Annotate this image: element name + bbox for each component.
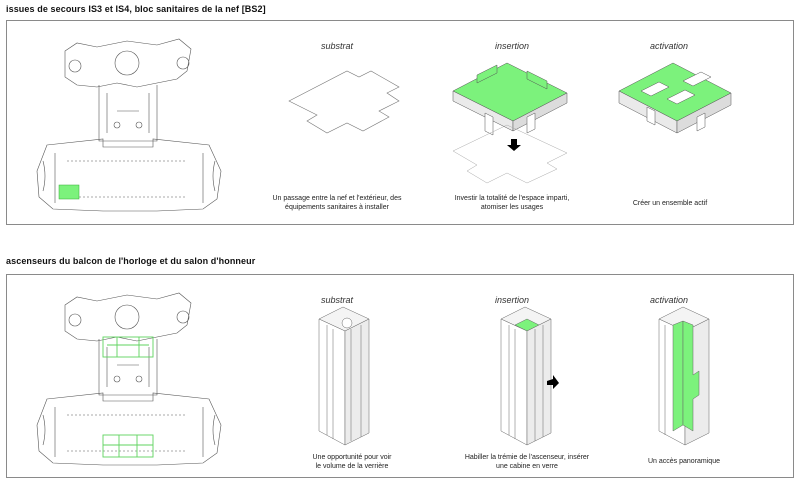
- heading-insertion-2: insertion: [494, 295, 530, 305]
- caption-line: Un passage entre la nef et l'extérieur, …: [272, 195, 402, 202]
- floor-plan-2: [36, 292, 222, 466]
- iso-insertion-1: [452, 62, 568, 184]
- section-1-title: issues de secours IS3 et IS4, bloc sanit…: [6, 4, 266, 14]
- caption-line: Créer un ensemble actif: [632, 200, 708, 207]
- caption-line: atomiser les usages: [480, 204, 544, 211]
- iso-substrat-1: [288, 70, 400, 134]
- caption-insertion-2: Habiller la trémie de l'ascenseur, insér…: [452, 453, 602, 471]
- section-2-title: ascenseurs du balcon de l'horloge et du …: [6, 256, 256, 266]
- heading-activation-1: activation: [649, 41, 689, 51]
- caption-line: le volume de la verrière: [315, 463, 389, 470]
- caption-insertion-1: Investir la totalité de l'espace imparti…: [437, 194, 587, 212]
- caption-line: équipements sanitaires à installer: [285, 204, 389, 211]
- heading-insertion-1: insertion: [494, 41, 530, 51]
- section-2-panel: substrat insertion activation: [6, 274, 794, 478]
- iso-activation-1: [618, 62, 732, 134]
- iso-activation-2: [658, 306, 710, 446]
- caption-line: Une opportunité pour voir: [312, 454, 392, 461]
- caption-substrat-1: Un passage entre la nef et l'extérieur, …: [262, 194, 412, 212]
- caption-line: Habiller la trémie de l'ascenseur, insér…: [464, 454, 590, 461]
- heading-activation-2: activation: [649, 295, 689, 305]
- section-1-panel: substrat insertion activation: [6, 20, 794, 225]
- highlight-zone: [102, 336, 154, 458]
- caption-line: Un accès panoramique: [648, 458, 720, 465]
- floor-plan-1: [36, 38, 222, 212]
- caption-line: une cabine en verre: [496, 463, 558, 470]
- heading-substrat-2: substrat: [320, 295, 353, 305]
- caption-line: Investir la totalité de l'espace imparti…: [454, 195, 570, 202]
- caption-activation-2: Un accès panoramique: [609, 457, 759, 466]
- highlight-zone: [58, 184, 80, 200]
- heading-substrat-1: substrat: [320, 41, 353, 51]
- caption-substrat-2: Une opportunité pour voir le volume de l…: [277, 453, 427, 471]
- iso-insertion-2: [500, 306, 559, 446]
- iso-substrat-2: [318, 306, 370, 446]
- caption-activation-1: Créer un ensemble actif: [595, 199, 745, 208]
